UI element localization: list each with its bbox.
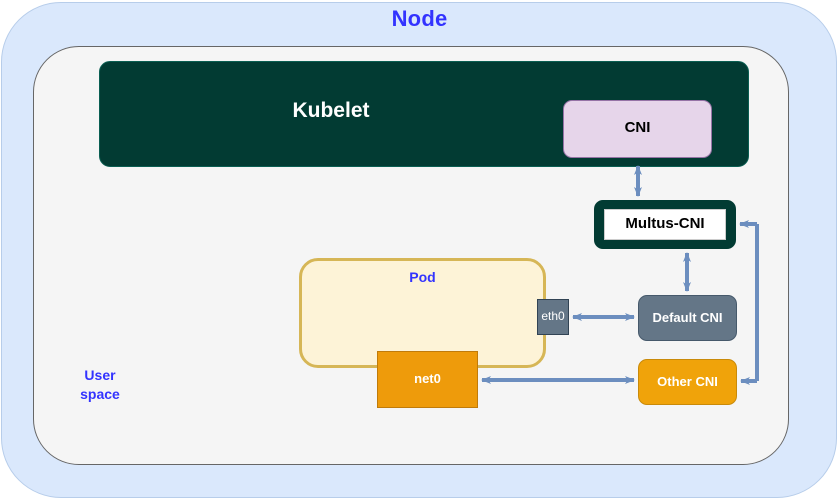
other-cni-label: Other CNI	[657, 374, 718, 389]
user-space-label-line1: User	[84, 367, 116, 383]
kubelet-label: Kubelet	[292, 99, 370, 122]
user-space-label: User space	[55, 366, 145, 404]
other-cni-node[interactable]	[638, 359, 737, 405]
multus-cni-inner-panel	[604, 209, 726, 240]
net0-interface[interactable]	[377, 351, 478, 408]
user-space-label-line2: space	[80, 386, 120, 402]
pod-label: Pod	[409, 269, 436, 285]
multus-cni-label: Multus-CNI	[625, 215, 705, 232]
eth0-label: eth0	[541, 309, 565, 323]
cni-node[interactable]	[563, 100, 712, 158]
default-cni-label: Default CNI	[652, 310, 723, 325]
eth0-interface[interactable]	[537, 299, 569, 335]
cni-label: CNI	[624, 119, 651, 136]
net0-label: net0	[414, 371, 441, 386]
node-title: Node	[391, 6, 448, 31]
pod-node[interactable]	[299, 258, 546, 368]
default-cni-node[interactable]	[638, 295, 737, 341]
